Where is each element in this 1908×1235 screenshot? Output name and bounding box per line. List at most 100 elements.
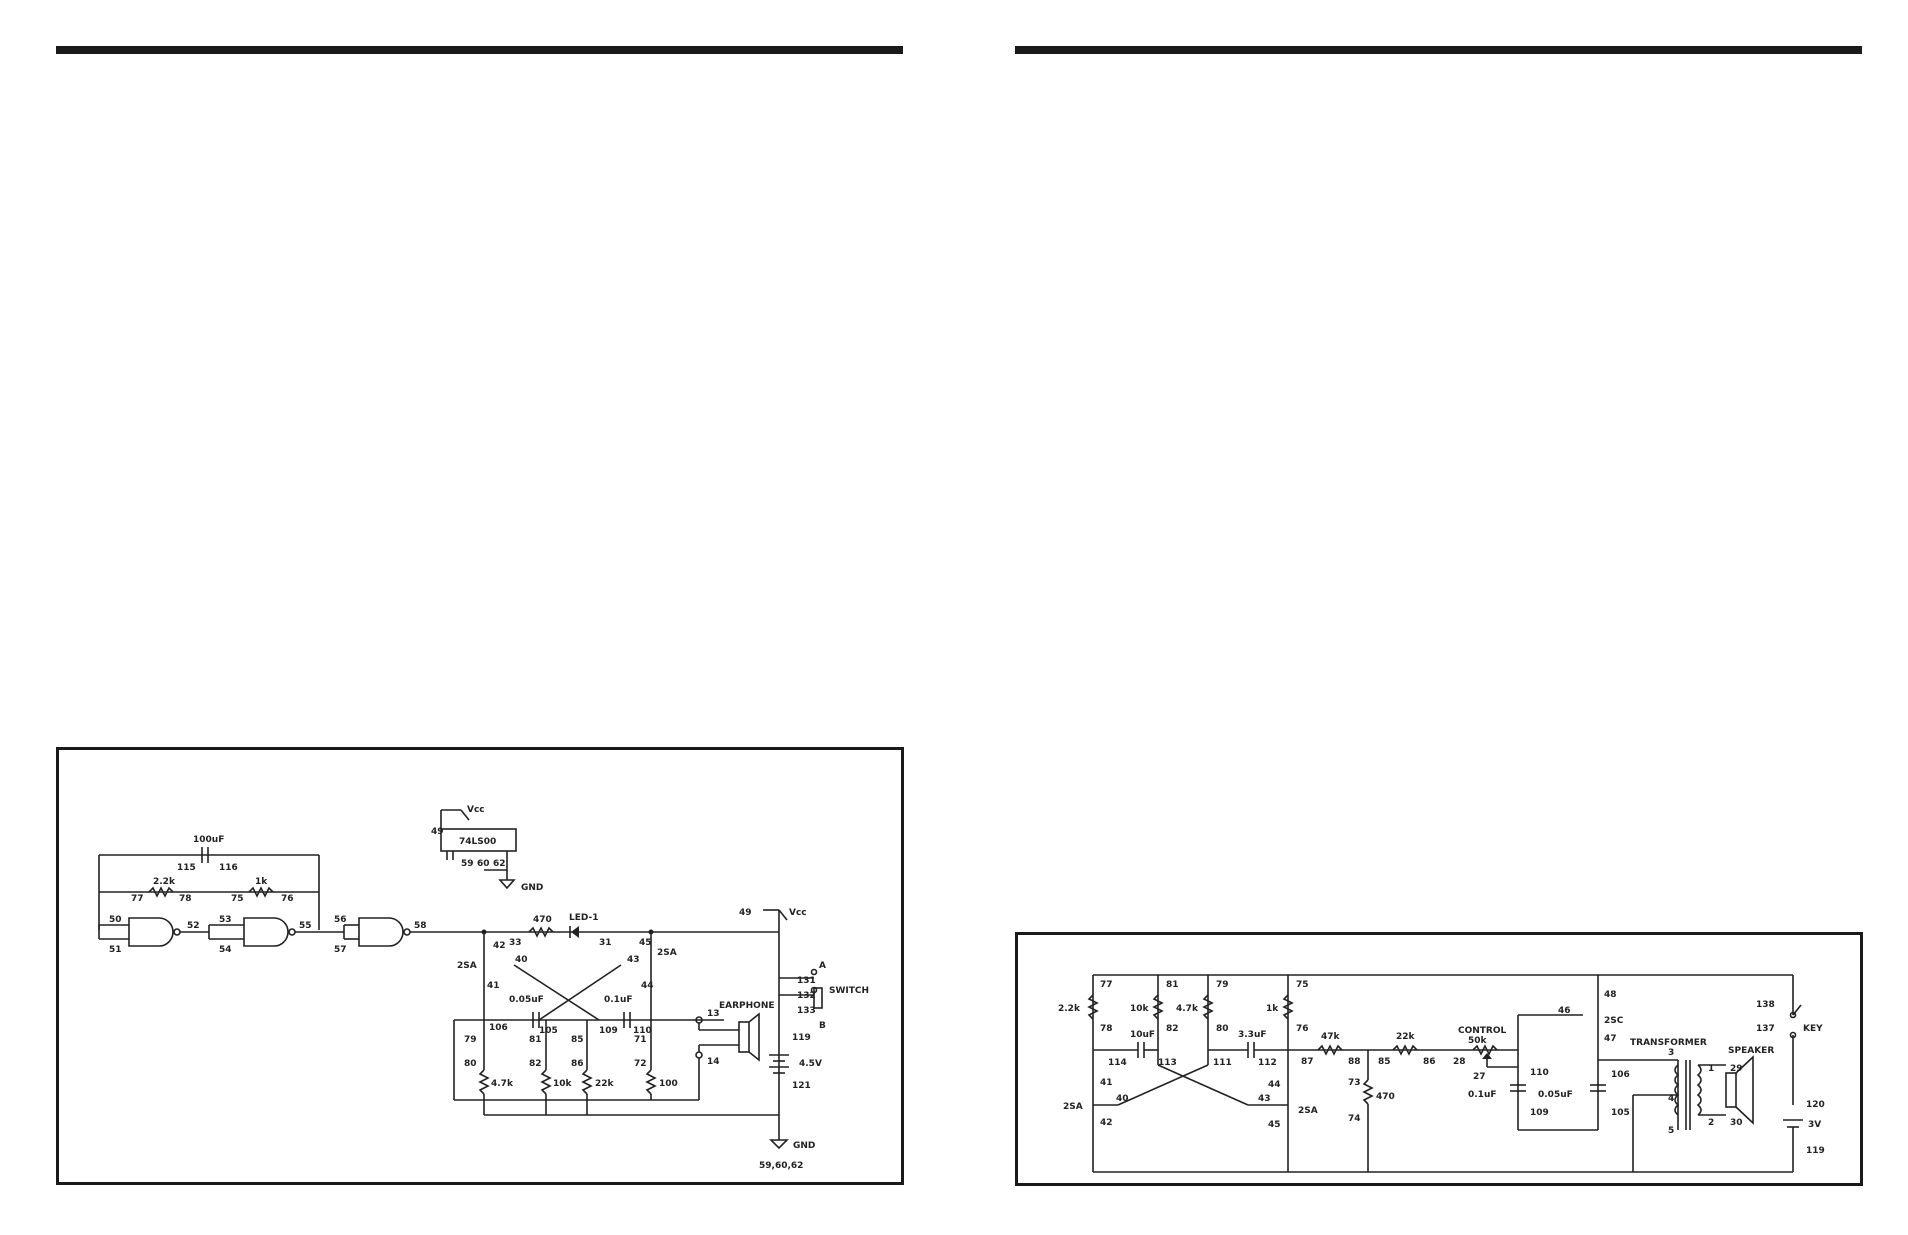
label-node: 54 [219,945,232,955]
label-node: 106 [489,1023,508,1033]
label-pin: 60 [477,859,490,869]
label-node: 50 [109,915,122,925]
label-earphone: EARPHONE [719,1001,775,1011]
nand-gate-1 [128,917,174,947]
ic-74ls00 [440,828,517,852]
label-node: 105 [1611,1108,1630,1118]
speaker-icon [1725,1072,1737,1108]
resistor-470 [1362,1079,1374,1105]
label-control: CONTROL [1458,1026,1507,1036]
resistor-100 [645,1069,657,1095]
label-node: 113 [1158,1058,1177,1068]
label-resistor: 1k [255,877,268,887]
label-transistor: 2SC [1604,1016,1624,1026]
label-node: 86 [1423,1057,1436,1067]
led-symbol [571,926,579,938]
label-resistor: 470 [1376,1092,1395,1102]
schematic-left: Vcc 49 74LS00 59 60 62 GND 100uF 115 116… [56,747,904,1185]
label-node: 33 [509,938,522,948]
label-node: 45 [1268,1120,1281,1130]
earphone-icon [738,1021,750,1053]
label-node: 111 [1213,1058,1232,1068]
label-pin: 4 [1668,1094,1674,1104]
label-node: 13 [707,1009,720,1019]
label-cap: 3.3uF [1238,1030,1267,1040]
label-node: 81 [1166,980,1179,990]
label-node: 76 [1296,1024,1309,1034]
label-vcc: Vcc [789,908,807,918]
label-node: 73 [1348,1078,1361,1088]
label-transistor: 2SA [657,948,677,958]
label-node: 55 [299,921,312,931]
label-resistor: 4.7k [1176,1004,1199,1014]
label-pin: 59 [461,859,474,869]
label-node: 75 [231,894,244,904]
label-node: 76 [281,894,294,904]
label-resistor: 2.2k [153,877,176,887]
transformer-primary [1674,1064,1680,1116]
label-node: 40 [1116,1094,1129,1104]
label-switch: SWITCH [829,986,869,996]
resistor-2k2 [148,886,174,898]
schematic-left-drawing: Vcc 49 74LS00 59 60 62 GND 100uF 115 116… [98,805,869,1171]
resistor-22k [581,1069,593,1095]
label-node: 137 [1756,1024,1775,1034]
label-node: 57 [334,945,347,955]
label-battery: 4.5V [799,1059,822,1069]
label-node: 121 [792,1081,811,1091]
label-node: 72 [634,1059,647,1069]
top-rule-left [56,46,903,54]
label-resistor: 1k [1266,1004,1279,1014]
label-node: 82 [529,1059,542,1069]
label-node: 115 [177,863,196,873]
label-resistor: 47k [1321,1032,1341,1042]
label-pin: 2 [1708,1118,1714,1128]
label-resistor: 100 [659,1079,678,1089]
label-cap: 0.05uF [509,995,544,1005]
label-pin: 1 [1708,1064,1714,1074]
label-resistor: 470 [533,915,552,925]
label-node: 88 [1348,1057,1361,1067]
label-node: 79 [464,1035,477,1045]
label-pot: 50k [1468,1036,1488,1046]
resistor-1k [248,886,274,898]
label-node: 105 [539,1026,558,1036]
resistor-47k [1317,1044,1343,1056]
label-node: 80 [464,1059,477,1069]
resistor-1k [1282,994,1294,1020]
label-node: 119 [792,1033,811,1043]
pot-wiper-icon [1482,1053,1492,1059]
label-node: 44 [1268,1080,1281,1090]
transformer-secondary [1696,1064,1702,1116]
resistor-10k [540,1069,552,1095]
label-node: 110 [1530,1068,1549,1078]
label-transistor: 2SA [457,961,477,971]
nand-gate-3 [358,917,404,947]
label-key: KEY [1803,1024,1823,1034]
label-pin: 5 [1668,1126,1674,1136]
label-resistor: 22k [1396,1032,1416,1042]
label-battery: 3V [1808,1120,1821,1130]
label-gnd-pins: 59,60,62 [759,1161,803,1171]
resistor-22k [1392,1044,1418,1056]
label-node: 45 [639,938,652,948]
label-node: 110 [633,1026,652,1036]
label-speaker: SPEAKER [1728,1046,1774,1056]
label-ic: 74LS00 [459,837,496,847]
label-node: 14 [707,1057,720,1067]
label-node: 31 [599,938,612,948]
potentiometer-control [1472,1044,1498,1056]
label-node: 106 [1611,1070,1630,1080]
label-node: 29 [1730,1064,1743,1074]
label-node: 40 [515,955,528,965]
label-cap: 0.1uF [1468,1090,1497,1100]
label-node: 133 [797,1006,816,1016]
label-vcc: Vcc [467,805,485,815]
label-node: 116 [219,863,238,873]
label-node: 79 [1216,980,1229,990]
label-node: 58 [414,921,427,931]
label-node: 43 [1258,1094,1271,1104]
label-node: 42 [1100,1118,1113,1128]
label-node: 78 [1100,1024,1113,1034]
label-cap: 10uF [1130,1030,1155,1040]
